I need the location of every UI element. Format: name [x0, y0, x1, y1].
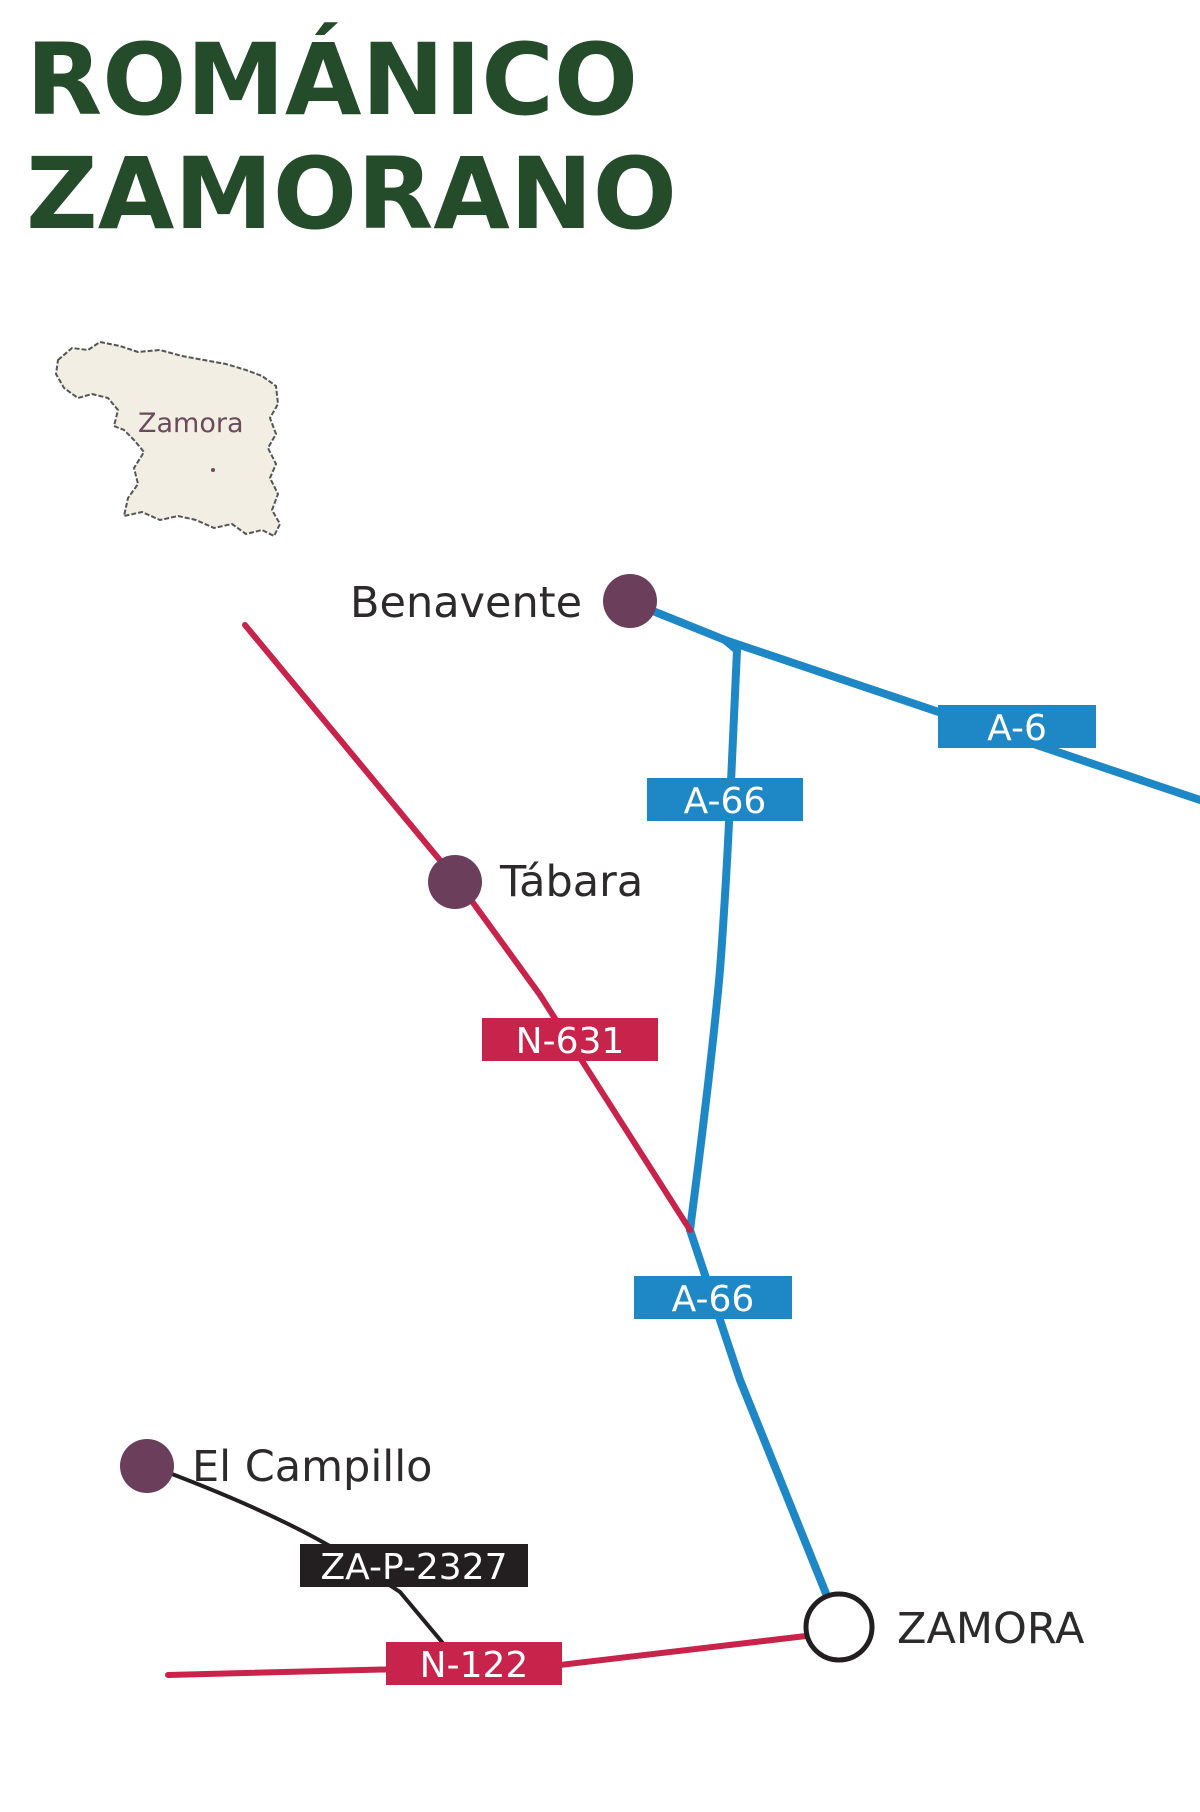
place-benavente-label: Benavente [350, 578, 582, 628]
place-tabara-label: Tábara [499, 857, 643, 907]
place-zamora: ZAMORA [803, 1591, 1085, 1663]
capital-marker-icon [803, 1591, 875, 1663]
roads [146, 597, 1200, 1678]
map-title: ROMÁNICO ZAMORANO [26, 24, 677, 252]
shield-za-p-2327: ZA-P-2327 [300, 1544, 528, 1588]
shield-za-p-2327-label: ZA-P-2327 [320, 1547, 507, 1588]
inset-label: Zamora [138, 408, 244, 439]
shield-a6-label: A-6 [987, 708, 1047, 749]
road-n631 [242, 622, 693, 1233]
place-zamora-label: ZAMORA [897, 1604, 1085, 1654]
road-shields: A-6 A-66 N-631 A-66 ZA-P-2327 N-122 [300, 705, 1096, 1686]
title-line-2: ZAMORANO [26, 137, 677, 252]
inset-capital-dot [211, 468, 215, 472]
places: Benavente Tábara El Campillo ZAMORA [120, 574, 1085, 1663]
town-marker-icon [428, 855, 482, 909]
shield-n631-label: N-631 [516, 1021, 625, 1062]
place-tabara: Tábara [428, 855, 643, 909]
town-marker-icon [120, 1439, 174, 1493]
road-a6 [624, 597, 1200, 804]
place-el-campillo-label: El Campillo [192, 1442, 433, 1492]
shield-n122-label: N-122 [420, 1645, 529, 1686]
town-marker-icon [603, 574, 657, 628]
province-outline [54, 340, 282, 538]
shield-a6: A-6 [938, 705, 1096, 749]
shield-n631: N-631 [482, 1018, 658, 1062]
place-benavente: Benavente [350, 574, 657, 628]
road-a66-north [686, 636, 742, 1234]
shield-a66-north: A-66 [647, 778, 803, 822]
shield-n122: N-122 [386, 1642, 562, 1686]
shield-a66-south: A-66 [634, 1276, 792, 1320]
shield-a66-south-label: A-66 [672, 1279, 755, 1320]
title-line-1: ROMÁNICO [26, 23, 639, 138]
province-inset-map: Zamora [54, 340, 282, 538]
shield-a66-north-label: A-66 [684, 781, 767, 822]
place-el-campillo: El Campillo [120, 1439, 433, 1493]
